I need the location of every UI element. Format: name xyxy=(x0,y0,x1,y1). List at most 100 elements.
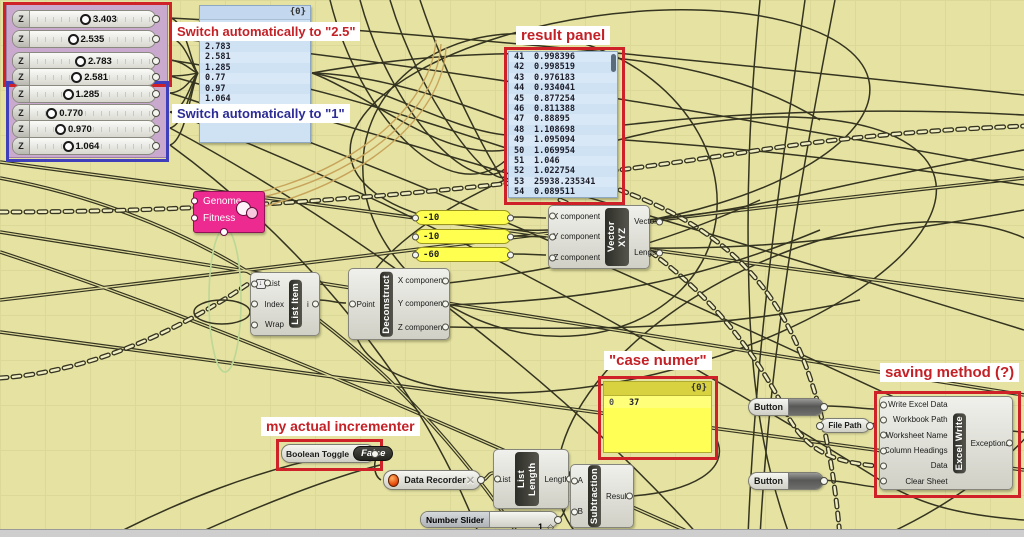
slider-z-label[interactable]: Z xyxy=(13,86,30,102)
list-length-component[interactable]: List List Length Length xyxy=(493,449,569,509)
record-light-icon[interactable] xyxy=(388,473,400,487)
vector-y-input[interactable]: Y component xyxy=(553,232,604,241)
slider-z-label[interactable]: Z xyxy=(13,138,30,154)
slider-track[interactable]: 0.970 xyxy=(30,121,155,137)
value-panel-x[interactable]: -10 xyxy=(415,210,511,225)
panel-row: 0.77 xyxy=(200,73,310,84)
slider-track[interactable]: 2.783 xyxy=(30,53,155,69)
button-press-area[interactable] xyxy=(788,399,823,415)
slider-track[interactable]: 2.535 xyxy=(30,31,155,47)
point-input[interactable]: Point xyxy=(353,300,379,309)
slider-track[interactable]: 1.285 xyxy=(30,86,155,102)
boolean-toggle[interactable]: Boolean Toggle False xyxy=(281,444,394,463)
galapagos-fitness-input[interactable]: Fitness xyxy=(194,209,264,226)
galapagos-port[interactable] xyxy=(220,228,228,236)
slider-track[interactable]: 3.403 xyxy=(30,11,155,27)
list-input[interactable]: List xyxy=(498,475,514,484)
galapagos-genome-input[interactable]: Genome xyxy=(194,192,264,209)
toggle-value[interactable]: False xyxy=(353,446,394,461)
vector-x-input[interactable]: X component xyxy=(553,212,604,221)
panel-scrollbar[interactable] xyxy=(611,54,616,72)
panel-row: 1.285 xyxy=(205,62,231,73)
slider-knob[interactable]: ◇ xyxy=(547,521,554,532)
slider-track[interactable]: 2.581 xyxy=(30,69,155,85)
value-panel-y[interactable]: -10 xyxy=(415,229,511,244)
slider-knob[interactable] xyxy=(67,33,79,45)
z-slider-5[interactable]: Z 1.285 xyxy=(12,85,156,103)
slider-track[interactable]: 0.770 xyxy=(30,105,155,121)
column-headings-input[interactable]: Column Headings xyxy=(884,446,952,455)
vector-z-input[interactable]: Z component xyxy=(553,253,604,262)
vector-xyz-component[interactable]: X component Y component Z component Vect… xyxy=(548,205,659,269)
b-input[interactable]: B xyxy=(575,507,587,516)
panel-row: 1.064 xyxy=(200,94,310,105)
slider-value: 1.285 xyxy=(75,88,100,100)
z-slider-7[interactable]: Z 0.970 xyxy=(12,120,156,138)
slider-knob[interactable] xyxy=(71,71,83,83)
slider-knob[interactable] xyxy=(80,13,91,25)
subtraction-component[interactable]: A B Subtraction Result xyxy=(570,464,634,528)
panel-path-header: {0} xyxy=(604,382,711,396)
red-annotation-box-excel xyxy=(874,391,1021,498)
row-index: 0 xyxy=(609,398,615,408)
a-input[interactable]: A xyxy=(575,476,587,485)
slider-knob[interactable] xyxy=(75,55,86,67)
vector-output[interactable]: Vector xyxy=(630,217,658,226)
excel-write-component[interactable]: Write Excel Data Workbook Path Worksheet… xyxy=(879,396,1013,490)
slider-knob[interactable] xyxy=(55,123,66,135)
write-excel-data-input[interactable]: Write Excel Data xyxy=(884,400,952,409)
value-panel-z[interactable]: -60 xyxy=(415,247,511,262)
slider-z-label[interactable]: Z xyxy=(13,105,30,121)
data-recorder[interactable]: Data Recorder ✕ xyxy=(383,470,481,490)
slider-knob[interactable] xyxy=(62,140,74,152)
panel-path-header: {0} xyxy=(200,6,310,20)
z-slider-3[interactable]: Z 2.783 xyxy=(12,52,156,70)
slider-z-label[interactable]: Z xyxy=(13,121,30,137)
excel-write-name-bar: Excel Write xyxy=(952,412,966,474)
panel-row: 2.581 xyxy=(200,52,310,63)
length-output[interactable]: Length xyxy=(540,475,568,484)
vector-xyz-name-bar: Vector XYZ xyxy=(605,208,630,266)
exceptions-output[interactable]: Exceptions xyxy=(967,439,1010,448)
number-slider[interactable]: Number Slider 1 ◇ xyxy=(420,511,558,532)
slider-z-label[interactable]: Z xyxy=(13,31,30,47)
slider-track[interactable]: 1.064 xyxy=(30,138,155,154)
i-output[interactable]: i xyxy=(303,300,315,309)
deconstruct-component[interactable]: Point Deconstruct X component Y componen… xyxy=(348,268,450,340)
z-slider-1[interactable]: Z 3.403 xyxy=(12,10,156,28)
button-press-area[interactable] xyxy=(788,473,823,489)
z-slider-2[interactable]: Z 2.535 xyxy=(12,30,156,48)
subtraction-name-bar: Subtraction xyxy=(588,464,601,528)
worksheet-name-input[interactable]: Worksheet Name xyxy=(884,431,952,440)
clear-recorder-icon[interactable]: ✕ xyxy=(465,474,475,487)
z-component-output[interactable]: Z component xyxy=(394,323,445,332)
clear-sheet-input[interactable]: Clear Sheet xyxy=(884,477,952,486)
workbook-path-input[interactable]: Workbook Path xyxy=(884,415,952,424)
list-item-component[interactable]: ↓List Index Wrap List Item i xyxy=(250,272,320,336)
slider-z-label[interactable]: Z xyxy=(13,69,30,85)
annotation-case-numer: "case numer" xyxy=(604,351,712,370)
button-2[interactable]: Button xyxy=(748,472,824,490)
galapagos-icon xyxy=(236,201,258,219)
slider-knob[interactable] xyxy=(62,88,74,100)
y-component-output[interactable]: Y component xyxy=(394,299,445,308)
file-path[interactable]: File Path xyxy=(820,418,870,433)
result-output[interactable]: Result xyxy=(602,492,629,501)
data-input[interactable]: Data xyxy=(884,461,952,470)
length-output[interactable]: Length xyxy=(630,248,658,257)
slider-z-label[interactable]: Z xyxy=(13,11,30,27)
slider-knob[interactable] xyxy=(46,107,58,119)
x-component-output[interactable]: X component xyxy=(394,276,445,285)
z-slider-4[interactable]: Z 2.581 xyxy=(12,68,156,86)
z-slider-8[interactable]: Z 1.064 xyxy=(12,137,156,155)
index-input[interactable]: Index xyxy=(255,300,288,309)
list-input[interactable]: ↓List xyxy=(255,278,288,289)
slider-z-label[interactable]: Z xyxy=(13,53,30,69)
slider-value: 1 xyxy=(537,521,543,532)
button-1[interactable]: Button xyxy=(748,398,824,416)
galapagos-component[interactable]: Genome Fitness xyxy=(193,191,265,236)
wrap-input[interactable]: Wrap xyxy=(255,320,288,329)
